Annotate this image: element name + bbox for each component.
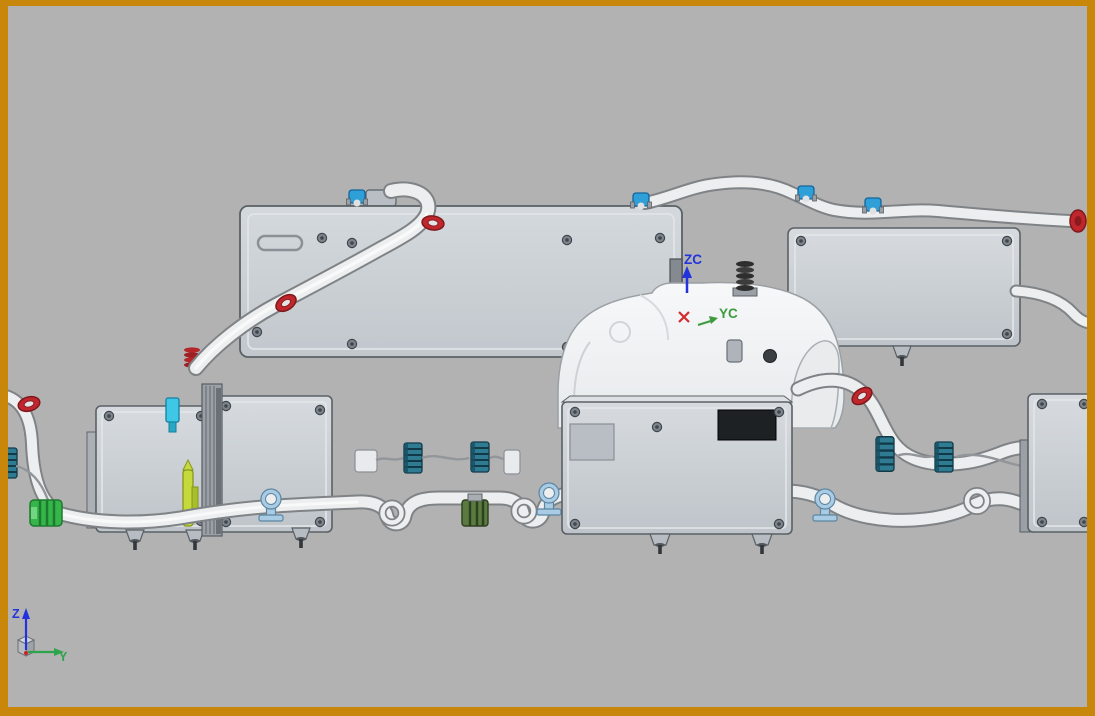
wcs-zc-label[interactable]: ZC bbox=[684, 252, 702, 267]
part-left-enclosure-b[interactable] bbox=[213, 395, 333, 548]
connector-green[interactable] bbox=[28, 498, 64, 528]
connector-white-2[interactable] bbox=[503, 449, 521, 475]
tube-center-right[interactable] bbox=[790, 372, 1052, 472]
saddle-bracket-2[interactable] bbox=[536, 482, 562, 516]
triad-y-arrowhead bbox=[54, 648, 64, 656]
wcs-yc-label[interactable]: YC bbox=[719, 306, 738, 321]
connector-white-1[interactable] bbox=[354, 449, 378, 473]
part-top-right-enclosure[interactable] bbox=[787, 227, 1021, 366]
connector-teal-1[interactable] bbox=[403, 442, 423, 474]
wire-right-1[interactable] bbox=[896, 452, 934, 459]
fitting-red-end[interactable] bbox=[1069, 209, 1087, 233]
saddle-bracket-3[interactable] bbox=[812, 488, 838, 522]
wcs-y-arrowhead bbox=[709, 316, 718, 324]
triad-z-arrowhead bbox=[22, 608, 30, 619]
tube-top-left[interactable] bbox=[188, 181, 437, 376]
wcs-z-arrowhead bbox=[682, 266, 692, 278]
wire-mid-1[interactable] bbox=[375, 456, 404, 462]
wire-right-2[interactable] bbox=[955, 453, 1023, 468]
clip-blue-4[interactable] bbox=[861, 197, 885, 216]
tube-loop-1[interactable] bbox=[378, 499, 406, 527]
clip-blue-2[interactable] bbox=[629, 192, 653, 211]
connector-teal-2[interactable] bbox=[470, 441, 490, 473]
wire-left-edge[interactable] bbox=[15, 464, 50, 501]
part-right-enclosure[interactable] bbox=[1019, 393, 1095, 533]
view-triad[interactable]: Z Y bbox=[12, 607, 68, 664]
clip-blue-1[interactable] bbox=[345, 189, 369, 208]
connector-teal-4[interactable] bbox=[934, 441, 954, 473]
connector-cyan[interactable] bbox=[165, 397, 180, 433]
tube-top-run[interactable] bbox=[638, 175, 1077, 228]
triad-z-label: Z bbox=[12, 607, 20, 621]
clip-blue-3[interactable] bbox=[794, 185, 818, 204]
bellows-black[interactable] bbox=[732, 261, 758, 297]
tube-loop-2[interactable] bbox=[510, 497, 538, 525]
part-center-enclosure[interactable] bbox=[560, 395, 794, 554]
wcs-marker[interactable]: ZC YC bbox=[678, 252, 738, 327]
wcs-x-cross bbox=[678, 311, 690, 323]
saddle-bracket-1[interactable] bbox=[258, 488, 284, 522]
wire-mid-2[interactable] bbox=[421, 454, 470, 461]
connector-teal-3[interactable] bbox=[874, 435, 896, 473]
triad-origin-dot bbox=[24, 651, 28, 655]
triad-y-label: Y bbox=[59, 650, 68, 664]
tube-loop-3[interactable] bbox=[963, 487, 991, 515]
